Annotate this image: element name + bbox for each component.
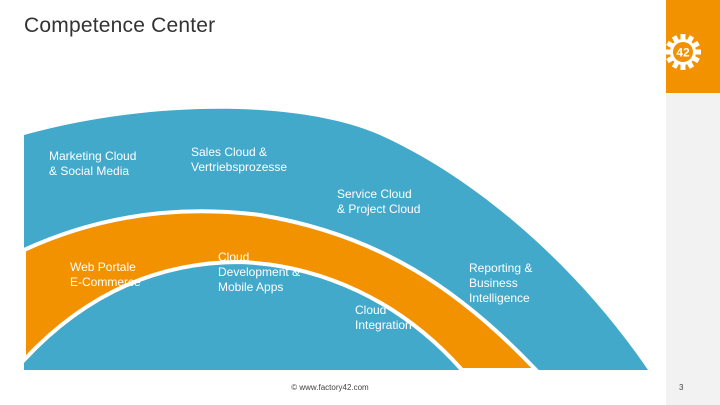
competence-arc-diagram (22, 108, 648, 372)
outer-item-marketing-cloud: Marketing Cloud & Social Media (49, 149, 137, 178)
page-number: 3 (679, 383, 684, 392)
outer-item-sales-cloud: Sales Cloud & Vertriebsprozesse (191, 145, 288, 174)
inner-item-cloud-integration: Cloud Integration (355, 303, 412, 332)
slide-title: Competence Center (24, 14, 216, 37)
outer-item-service-cloud: Service Cloud & Project Cloud (337, 187, 421, 216)
inner-band-arc (22, 209, 541, 372)
slide-footer: © www.factory42.com (291, 383, 369, 392)
inner-item-cloud-development: Cloud Development & Mobile Apps (218, 250, 301, 294)
gear-logo-icon: 42 (665, 34, 701, 70)
outer-item-reporting: Reporting & Business Intelligence (469, 261, 533, 305)
inner-item-web-portale: Web Portale E-Commerce (70, 260, 141, 289)
logo-text: 42 (676, 46, 690, 60)
